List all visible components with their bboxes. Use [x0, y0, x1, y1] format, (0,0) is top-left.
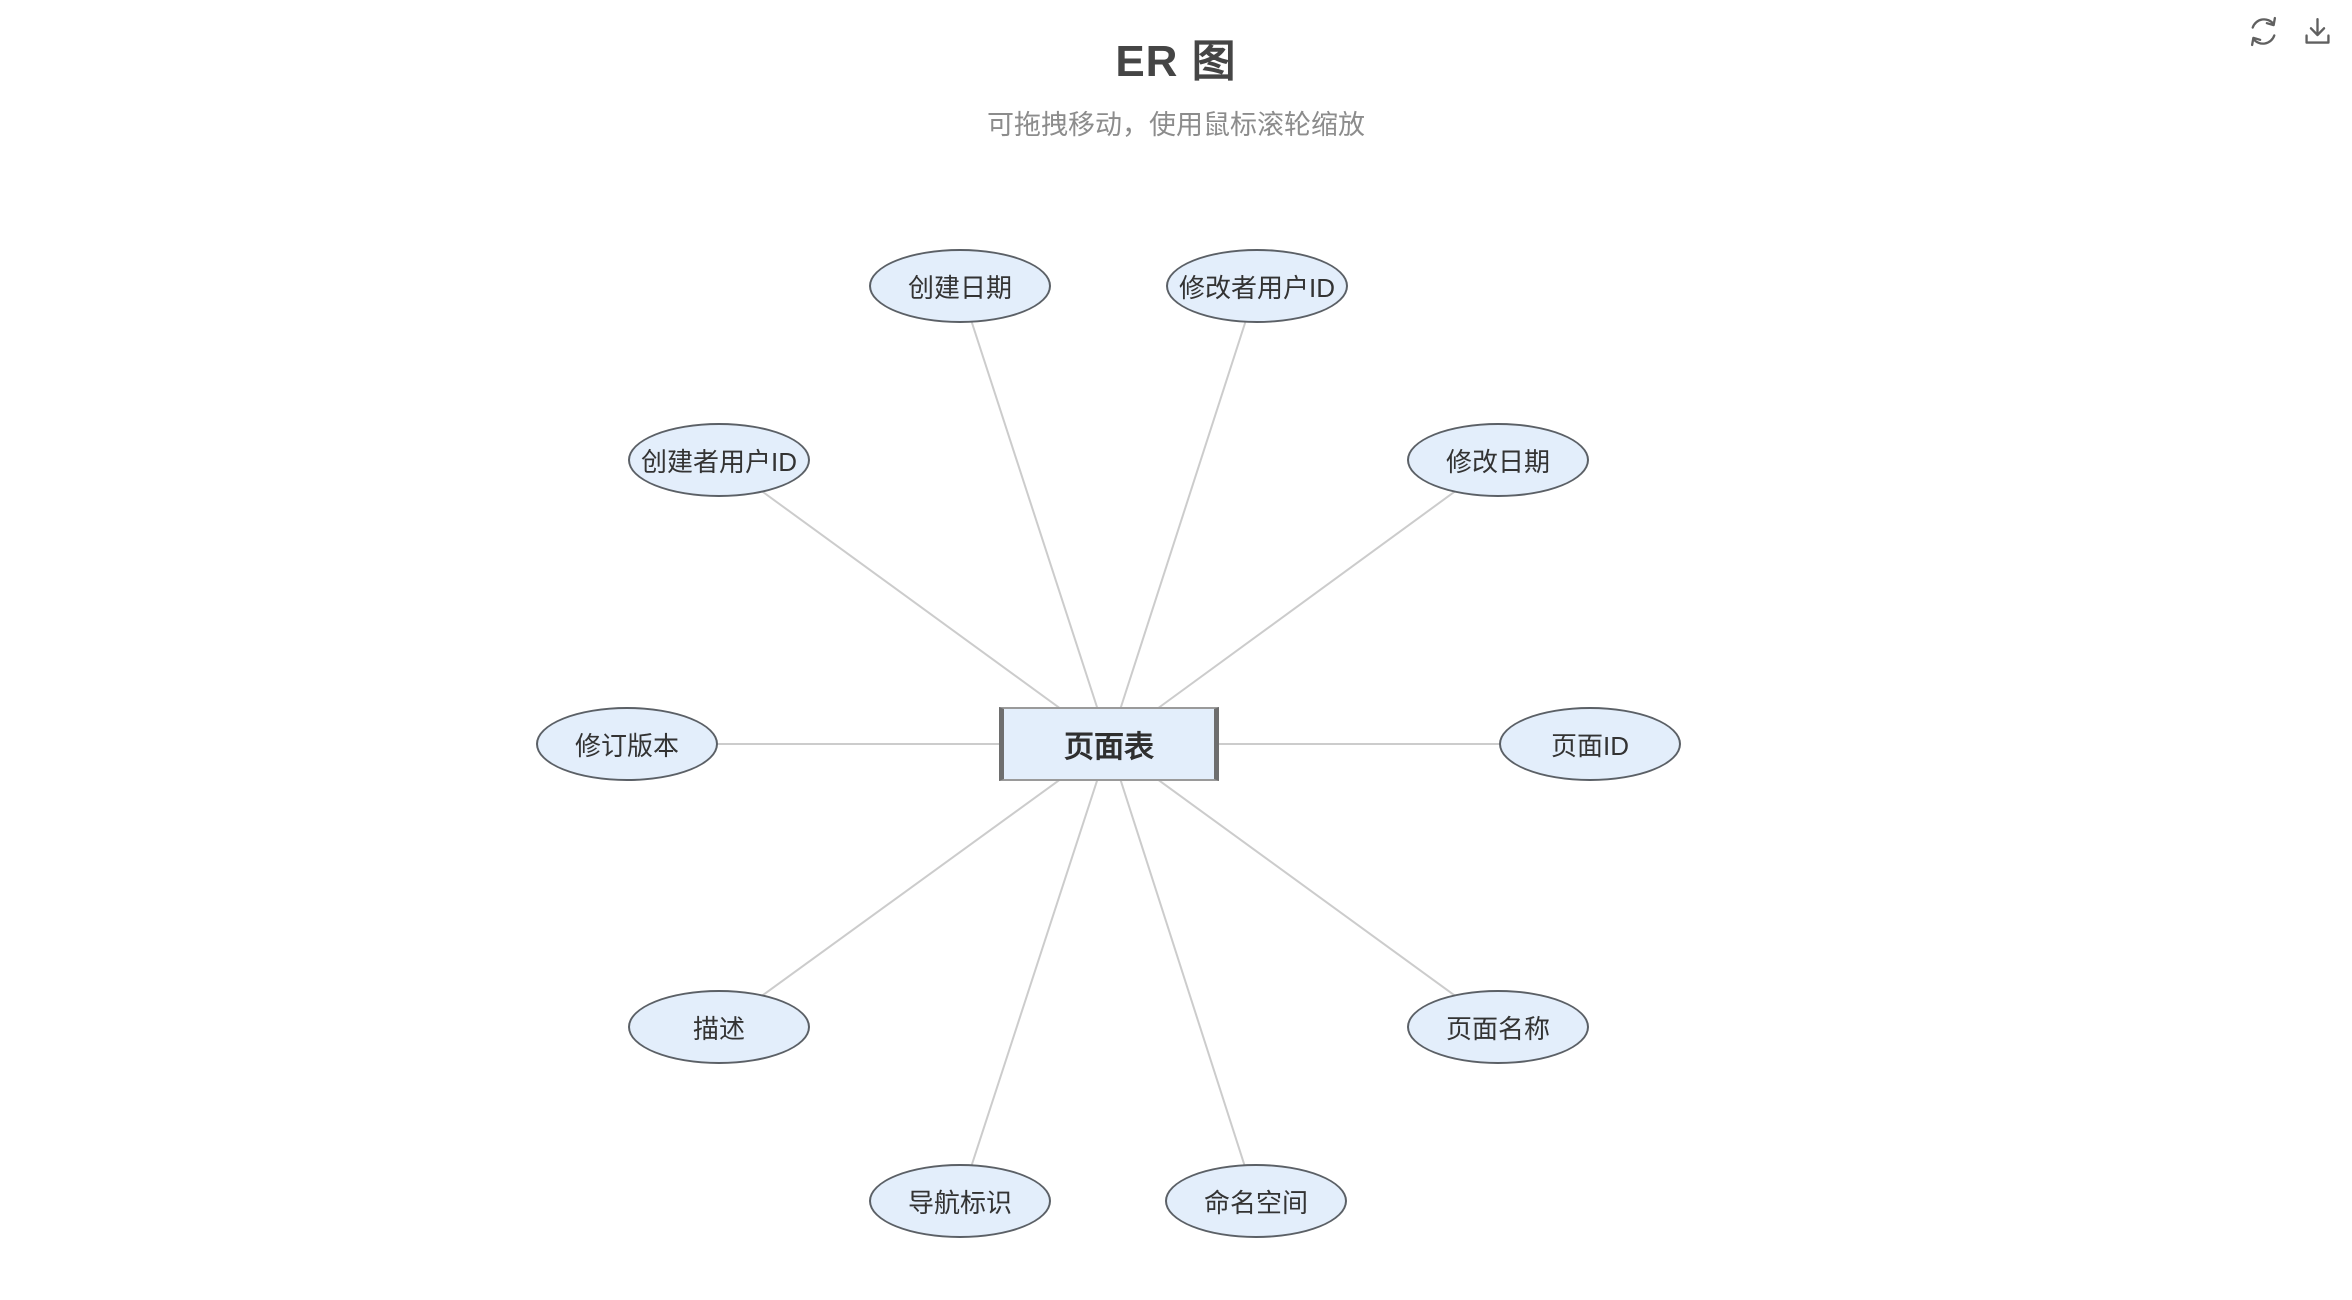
attribute-node-namespace[interactable]: 命名空间: [1165, 1164, 1347, 1238]
attribute-node-creator-user-id[interactable]: 创建者用户ID: [628, 423, 810, 497]
attribute-label: 描述: [692, 1013, 745, 1044]
attribute-node-page-id[interactable]: 页面ID: [1499, 707, 1681, 781]
refresh-icon: [2250, 16, 2276, 46]
attribute-label: 命名空间: [1203, 1187, 1308, 1218]
attribute-label: 创建者用户ID: [640, 446, 797, 477]
attribute-node-revision[interactable]: 修订版本: [536, 707, 718, 781]
attribute-label: 页面ID: [1550, 730, 1629, 761]
attribute-label: 修订版本: [574, 730, 679, 761]
attribute-node-creation-date[interactable]: 创建日期: [869, 249, 1051, 323]
attribute-label: 修改者用户ID: [1178, 272, 1335, 303]
attribute-label: 页面名称: [1445, 1013, 1550, 1044]
download-icon: [2304, 17, 2330, 44]
attribute-node-description[interactable]: 描述: [628, 990, 810, 1064]
attribute-label: 创建日期: [907, 272, 1012, 303]
attribute-node-nav-identifier[interactable]: 导航标识: [869, 1164, 1051, 1238]
entity-label: 页面表: [1064, 731, 1154, 764]
toolbox: [2242, 10, 2338, 52]
attribute-node-modified-date[interactable]: 修改日期: [1407, 423, 1589, 497]
attribute-label: 导航标识: [907, 1187, 1012, 1218]
refresh-button[interactable]: [2242, 10, 2284, 52]
download-button[interactable]: [2296, 10, 2338, 52]
entity-node-page-table[interactable]: 页面表: [999, 707, 1219, 781]
attribute-node-modifier-user-id[interactable]: 修改者用户ID: [1166, 249, 1348, 323]
attribute-label: 修改日期: [1445, 446, 1550, 477]
attribute-node-page-name[interactable]: 页面名称: [1407, 990, 1589, 1064]
